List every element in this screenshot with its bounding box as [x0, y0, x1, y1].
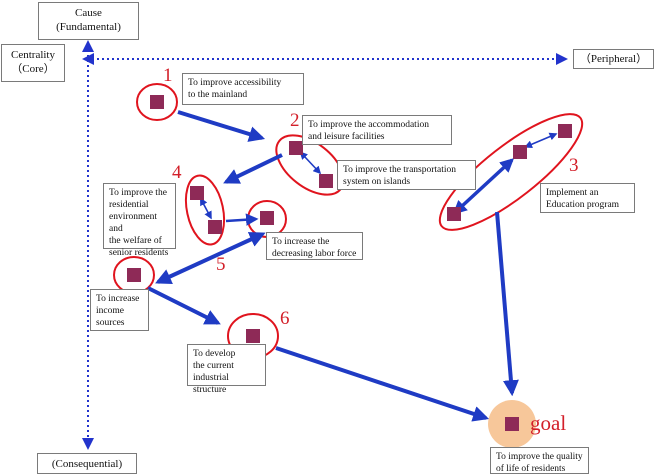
node-education-mid: [513, 145, 527, 159]
goal-label: goal: [530, 411, 567, 435]
arrow-4-to-labor: [225, 213, 259, 226]
node-education-low: [447, 207, 461, 221]
node-industrial: [246, 329, 260, 343]
label-transportation: To improve the transportation system on …: [337, 160, 476, 190]
group-4-ellipse: [184, 174, 226, 246]
arrow-4-internal: [199, 197, 212, 220]
label-residential: To improve the residential environment a…: [103, 183, 176, 258]
group-number-2: 2: [290, 110, 300, 131]
group-number-1: 1: [163, 65, 173, 86]
group-number-6: 6: [280, 308, 290, 329]
label-accessibility: To improve accessibility to the mainland: [182, 73, 304, 105]
group-number-5: 5: [216, 254, 226, 275]
group-1-ellipse: [136, 83, 178, 121]
arrow-2-internal: [299, 151, 322, 175]
node-residential-top: [190, 186, 204, 200]
node-education-top: [558, 124, 572, 138]
label-industrial: To develop the current industrial struct…: [187, 344, 266, 395]
axis-label-centrality: Centrality （Core）: [1, 44, 65, 82]
label-income: To increase income sources: [90, 289, 149, 331]
arrow-1-to-2: [177, 110, 266, 142]
node-accessibility: [150, 95, 164, 109]
node-transportation: [319, 174, 333, 188]
arrow-3-internal-short: [524, 132, 558, 149]
label-labor: To increase the decreasing labor force: [266, 232, 363, 260]
arrow-3-internal-long: [452, 158, 515, 215]
node-residential-low: [208, 220, 222, 234]
arrow-5-double: [155, 232, 266, 284]
label-education: Implement an Education program: [540, 183, 635, 213]
group-number-4: 4: [172, 162, 182, 183]
node-income: [127, 268, 141, 282]
label-quality: To improve the quality of life of reside…: [490, 447, 589, 474]
node-goal: [505, 417, 519, 431]
axis-label-consequential: (Consequential): [37, 453, 137, 474]
group-3-ellipse: [438, 113, 584, 231]
node-accommodation: [289, 141, 303, 155]
arrow-3-to-goal: [495, 211, 519, 397]
label-accommodation: To improve the accommodation and leisure…: [302, 115, 452, 145]
axis-label-peripheral: （Peripheral）: [573, 49, 654, 69]
arrow-income-to-6: [147, 286, 221, 325]
arrow-2-to-4: [223, 153, 283, 184]
arrow-6-to-goal: [275, 346, 490, 422]
node-labor: [260, 211, 274, 225]
group-number-3: 3: [569, 155, 579, 176]
axis-label-cause: Cause (Fundamental): [38, 2, 139, 40]
